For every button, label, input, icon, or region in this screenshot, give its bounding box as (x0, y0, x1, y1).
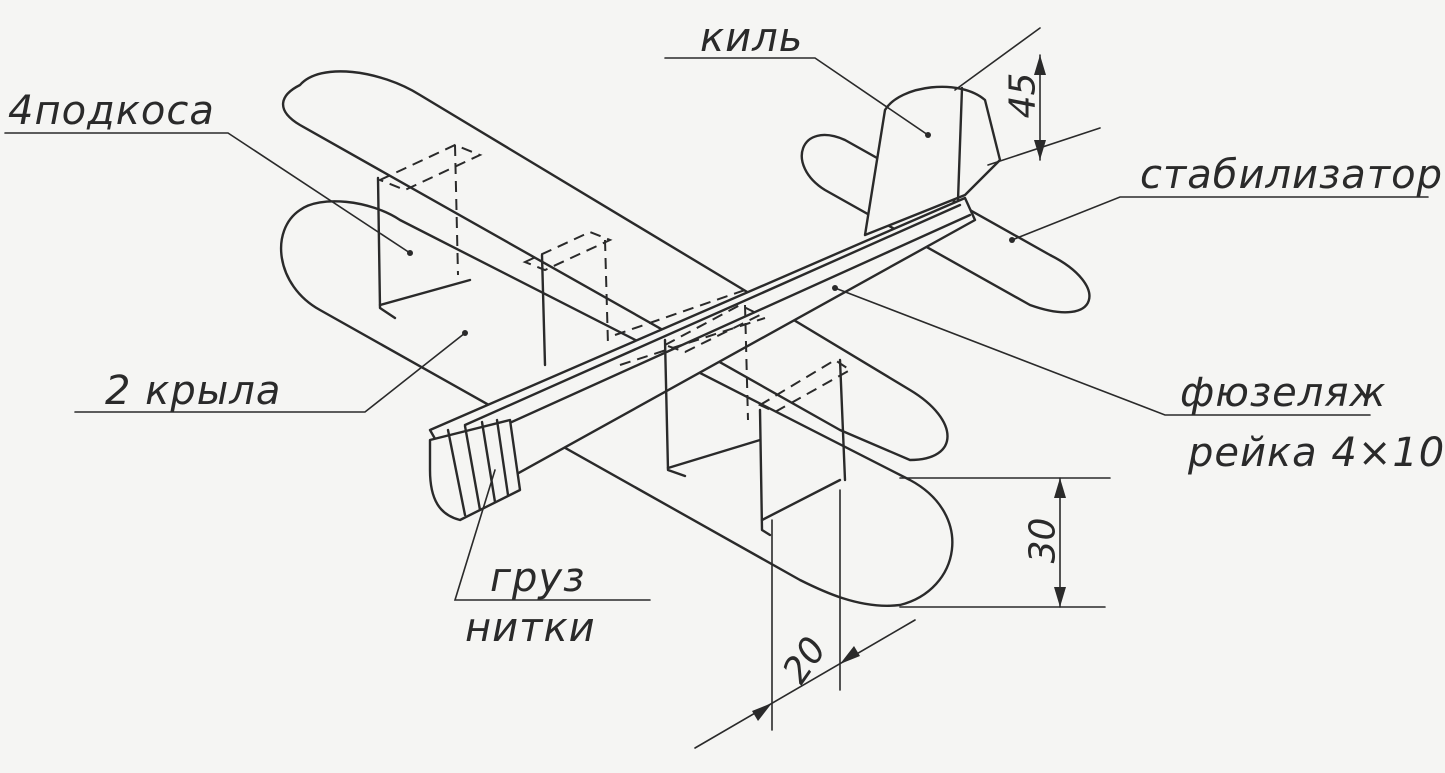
leader-lines (4, 57, 1429, 601)
dimension-wing-gap (899, 477, 1111, 608)
label-weight: груз (490, 555, 586, 601)
dimension-fin-height (954, 27, 1101, 166)
dimension-value-fin-height: 45 (1002, 72, 1044, 119)
fin (863, 85, 1002, 237)
label-threads: нитки (465, 605, 596, 651)
dimension-value-wing-gap: 30 (1022, 517, 1064, 564)
hidden-lines (377, 143, 852, 421)
label-stabilizer: стабилизатор (1140, 152, 1443, 198)
upper-wing (281, 70, 949, 462)
struts (376, 176, 847, 537)
dimension-strut-width (694, 489, 916, 749)
label-wings: 2 крыла (105, 368, 282, 414)
label-fuselage: фюзеляж (1180, 370, 1387, 416)
label-struts: 4подкоса (8, 88, 215, 134)
nose-weight (428, 418, 522, 522)
label-fin: киль (700, 15, 804, 61)
label-fuselage-spec: рейка 4×10 (1188, 430, 1445, 476)
